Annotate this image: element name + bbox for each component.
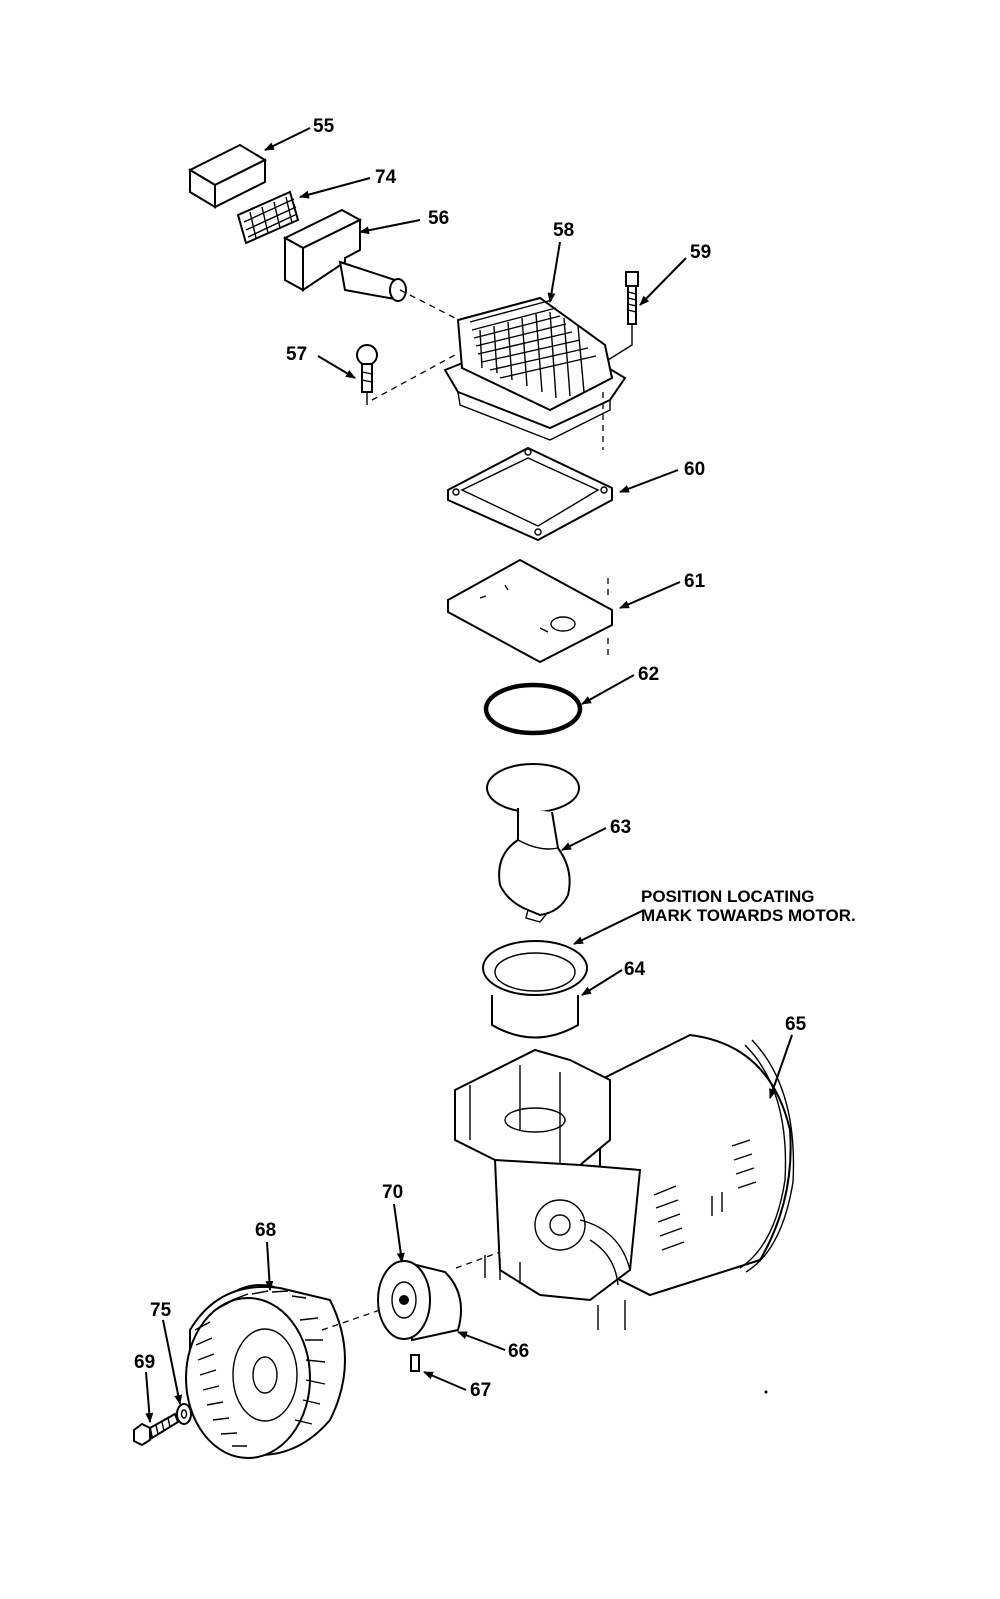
leader-lines [145, 127, 793, 1423]
label-57: 57 [286, 344, 307, 365]
label-59: 59 [690, 242, 711, 263]
part-55-filter-cover [187, 143, 268, 209]
label-56: 56 [428, 208, 449, 229]
label-66: 66 [508, 1341, 529, 1362]
part-labels: 55 74 56 58 59 57 60 61 62 63 64 65 70 6… [134, 116, 807, 1401]
label-60: 60 [684, 459, 705, 480]
label-65: 65 [785, 1014, 807, 1035]
note-line-2: MARK TOWARDS MOTOR. [641, 906, 856, 925]
label-58: 58 [553, 220, 574, 241]
part-75-washer [176, 1403, 192, 1425]
part-62-o-ring [483, 682, 583, 736]
part-56-filter-housing [282, 208, 407, 302]
part-59-head-bolt [607, 271, 639, 361]
label-74: 74 [375, 167, 397, 188]
label-69: 69 [134, 1352, 155, 1373]
label-70: 70 [382, 1182, 403, 1203]
part-67-set-screw [410, 1354, 420, 1372]
label-55: 55 [313, 116, 335, 137]
speck [764, 1390, 768, 1394]
label-75: 75 [150, 1300, 172, 1321]
label-63: 63 [610, 817, 631, 838]
part-57-bolt [356, 289, 456, 405]
part-68-fan-wheel [185, 1284, 381, 1459]
part-69-bolt [133, 1412, 180, 1447]
part-64-cylinder-sleeve [482, 940, 588, 1039]
label-62: 62 [638, 664, 659, 685]
part-60-gasket [447, 446, 613, 542]
part-63-connecting-rod [486, 763, 580, 923]
part-65-motor-crankcase [454, 1033, 795, 1330]
part-66-fan-hub [377, 1251, 501, 1342]
assembly-note: POSITION LOCATING MARK TOWARDS MOTOR. [641, 887, 856, 925]
part-74-filter-element [236, 190, 300, 245]
label-64: 64 [624, 959, 646, 980]
label-61: 61 [684, 571, 706, 592]
part-61-valve-plate [447, 558, 613, 664]
label-68: 68 [255, 1220, 276, 1241]
label-67: 67 [470, 1380, 491, 1401]
note-line-1: POSITION LOCATING [641, 887, 814, 906]
part-58-cylinder-head [443, 296, 627, 450]
